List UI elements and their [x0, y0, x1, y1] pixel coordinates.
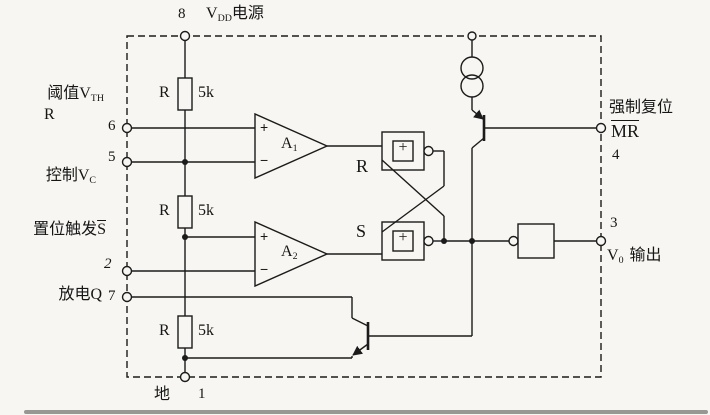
pin-2-label: 置位触发S — [2, 221, 106, 239]
vo-symbol: V — [607, 247, 619, 264]
comparator-a1-label: A1 — [281, 135, 298, 154]
pin-3-label: V0 输出 — [607, 247, 662, 266]
comparator-a2-triangle — [254, 220, 329, 288]
pin-6-label-line2: R — [44, 106, 55, 123]
emitter-arrow-icon — [471, 109, 484, 120]
a1-minus-sign: − — [260, 152, 269, 168]
resistor-3-value: 5k — [198, 322, 214, 339]
latch-s-input-label: S — [356, 221, 367, 241]
a1-letter: A — [281, 135, 293, 152]
a2-letter: A — [281, 243, 293, 260]
pin-5-terminal — [121, 156, 133, 168]
comparator-a1-triangle — [254, 112, 329, 180]
a2-subscript: 2 — [292, 250, 298, 262]
inverter-bubble-icon — [423, 145, 434, 157]
junction-dots — [182, 159, 475, 361]
pin-3-terminal — [595, 235, 607, 247]
inverter-bubble-icon — [423, 235, 434, 247]
pin-6-terminal — [121, 122, 133, 134]
pin-5-number: 5 — [108, 149, 116, 165]
control-subscript: C — [89, 174, 96, 186]
a1-subscript: 1 — [292, 142, 298, 154]
pin-1-terminal — [179, 371, 191, 383]
threshold-text: 阈值V — [47, 85, 91, 102]
vo-word: 输出 — [629, 247, 662, 264]
control-text: 控制V — [45, 167, 90, 184]
pin-7-terminal — [121, 291, 133, 303]
set-trigger-overline: S — [97, 221, 106, 238]
pin-8-terminal — [179, 30, 191, 42]
ic-package-outline — [126, 35, 602, 378]
pin-2-number: 2 — [104, 256, 112, 272]
pin-4-terminal — [595, 122, 607, 134]
resistor-1-name: R — [159, 84, 170, 101]
a1-plus-sign: + — [260, 119, 269, 135]
discharge-transistor — [352, 322, 370, 356]
pin-8-number: 8 — [178, 6, 186, 22]
comparator-a2-label: A2 — [281, 243, 298, 262]
vdd-word: 电源 — [231, 5, 264, 22]
resistor-2-value: 5k — [198, 202, 214, 219]
pin-2-terminal — [121, 265, 133, 277]
vdd-tap-node — [467, 31, 477, 41]
pin-4-number: 4 — [612, 147, 620, 163]
pin-4-label-line2: MR — [611, 121, 639, 142]
scan-edge-artifact — [24, 410, 708, 414]
emitter-arrow-icon — [352, 343, 369, 356]
nor-gate-s — [381, 221, 434, 261]
set-trigger-text: 置位触发 — [33, 221, 98, 238]
pin-1-number: 1 — [198, 386, 206, 402]
pin-terminals — [121, 30, 607, 383]
vdd-subscript: DD — [217, 12, 232, 24]
resistor-body — [177, 195, 193, 229]
a2-minus-sign: − — [260, 261, 269, 277]
nor-gate-s-symbol: + — [398, 229, 408, 246]
inverter-bubble-icon — [508, 235, 519, 247]
pin-7-label: 放电Q — [58, 286, 102, 303]
vo-subscript: 0 — [618, 254, 624, 266]
current-source — [460, 56, 484, 98]
resistor-1-value: 5k — [198, 84, 214, 101]
nor-gate-r-symbol: + — [398, 139, 408, 156]
output-buffer-gate — [508, 223, 555, 259]
resistor-body — [177, 315, 193, 349]
latch-r-input-label: R — [356, 156, 369, 176]
resistor-body — [177, 77, 193, 111]
resistor-3-name: R — [159, 322, 170, 339]
pin-6-number: 6 — [108, 118, 116, 134]
nor-gate-r — [381, 131, 434, 171]
resistor-2-name: R — [159, 202, 170, 219]
pin-7-number: 7 — [108, 288, 116, 304]
pin-3-number: 3 — [610, 215, 618, 231]
threshold-subscript: TH — [90, 92, 104, 104]
reset-transistor — [471, 109, 486, 149]
resistor-divider — [177, 77, 193, 349]
vdd-symbol: V — [206, 5, 218, 22]
mr-overline: MR — [611, 121, 640, 141]
pin-4-label: 强制复位 — [609, 99, 674, 116]
pin-5-label: 控制VC — [2, 167, 96, 186]
a2-plus-sign: + — [260, 228, 269, 244]
pin-1-label: 地 — [154, 386, 171, 403]
pin-8-label: VDD电源 — [206, 5, 264, 24]
pin-6-label: 阈值VTH — [2, 85, 104, 104]
